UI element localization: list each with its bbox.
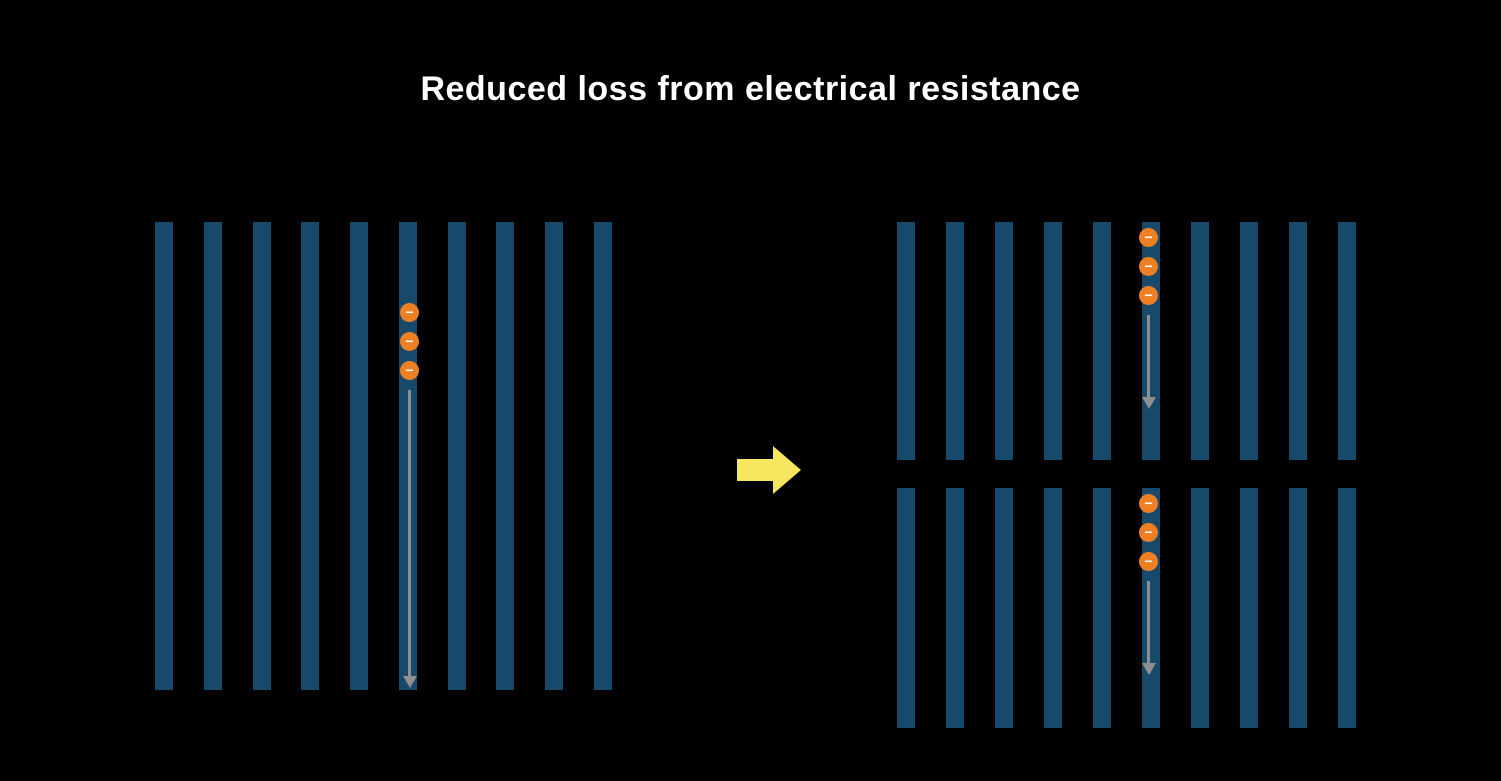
cell-bar bbox=[1338, 488, 1356, 728]
cell-bar bbox=[301, 222, 320, 690]
cell-bar bbox=[1338, 222, 1356, 460]
right-bottom-cell-bars bbox=[897, 488, 1356, 728]
cell-bar bbox=[252, 222, 271, 690]
cell-bar bbox=[897, 488, 915, 728]
electron-icon: − bbox=[1139, 257, 1158, 276]
cell-bar bbox=[1093, 488, 1111, 728]
right-bottom-electron-flow: − − − bbox=[1139, 494, 1158, 675]
electron-icon: − bbox=[400, 303, 419, 322]
cell-bar bbox=[1093, 222, 1111, 460]
cell-bar bbox=[350, 222, 369, 690]
cell-bar bbox=[946, 488, 964, 728]
cell-bar bbox=[545, 222, 564, 690]
right-bottom-down-arrow-icon bbox=[1147, 581, 1150, 663]
left-cell-bars bbox=[155, 222, 612, 690]
cell-bar bbox=[1240, 488, 1258, 728]
cell-bar bbox=[1289, 488, 1307, 728]
electron-icon: − bbox=[400, 361, 419, 380]
cell-bar bbox=[203, 222, 222, 690]
right-bottom-electron-group: − − − bbox=[1139, 494, 1158, 571]
electron-icon: − bbox=[1139, 228, 1158, 247]
left-electron-group: − − − bbox=[400, 303, 419, 380]
cell-bar bbox=[1044, 488, 1062, 728]
electron-icon: − bbox=[1139, 494, 1158, 513]
cell-bar bbox=[155, 222, 173, 690]
cell-bar bbox=[995, 222, 1013, 460]
diagram-title: Reduced loss from electrical resistance bbox=[420, 70, 1081, 108]
electron-icon: − bbox=[1139, 286, 1158, 305]
right-top-cell-bars bbox=[897, 222, 1356, 460]
cell-bar bbox=[897, 222, 915, 460]
cell-bar bbox=[1240, 222, 1258, 460]
cell-bar bbox=[995, 488, 1013, 728]
cell-bar bbox=[1191, 488, 1209, 728]
cell-bar bbox=[1289, 222, 1307, 460]
electron-icon: − bbox=[1139, 552, 1158, 571]
cell-bar bbox=[496, 222, 515, 690]
cell-bar bbox=[946, 222, 964, 460]
left-down-arrow-icon bbox=[408, 390, 411, 676]
electron-icon: − bbox=[400, 332, 419, 351]
cell-bar bbox=[1191, 222, 1209, 460]
right-arrow-icon bbox=[737, 446, 801, 494]
right-arrow-head bbox=[773, 446, 801, 494]
right-arrow-shaft bbox=[737, 459, 774, 481]
cell-bar bbox=[447, 222, 466, 690]
right-top-down-arrow-icon bbox=[1147, 315, 1150, 397]
right-top-electron-flow: − − − bbox=[1139, 228, 1158, 409]
electron-icon: − bbox=[1139, 523, 1158, 542]
cell-bar bbox=[1044, 222, 1062, 460]
left-electron-flow: − − − bbox=[400, 303, 419, 688]
right-top-electron-group: − − − bbox=[1139, 228, 1158, 305]
cell-bar bbox=[593, 222, 612, 690]
